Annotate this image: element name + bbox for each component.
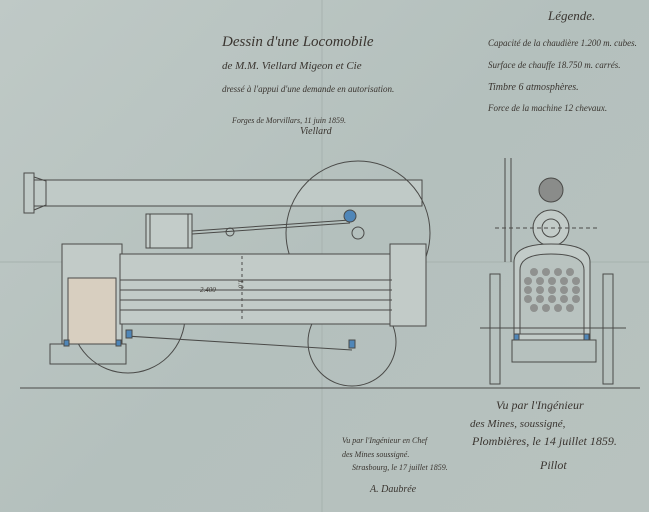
boiler-tube bbox=[572, 286, 580, 294]
signature-engineer: Pillot bbox=[540, 458, 567, 472]
boiler-tube bbox=[542, 304, 550, 312]
boiler bbox=[49, 243, 427, 365]
boiler-tube bbox=[548, 286, 556, 294]
boiler-tube bbox=[536, 277, 544, 285]
legend-item: Timbre 6 atmosphères. bbox=[488, 82, 579, 93]
tube-plate bbox=[524, 268, 580, 312]
title-line-3: dressé à l'appui d'une demande en autori… bbox=[222, 84, 395, 94]
boiler-tube bbox=[530, 304, 538, 312]
end-view bbox=[480, 158, 626, 385]
engineer-line-1: Vu par l'Ingénieur bbox=[496, 398, 584, 412]
boiler-tube bbox=[560, 277, 568, 285]
boiler-tube bbox=[572, 295, 580, 303]
cylinder bbox=[145, 209, 357, 249]
signature-viellard: Viellard bbox=[300, 126, 332, 137]
boiler-tube bbox=[536, 295, 544, 303]
boiler-tube bbox=[524, 277, 532, 285]
title-line-1: Dessin d'une Locomobile bbox=[222, 34, 374, 50]
boiler-tube bbox=[566, 268, 574, 276]
flywheel-hub bbox=[351, 226, 365, 240]
chief-line-3: Strasbourg, le 17 juillet 1859. bbox=[352, 463, 448, 472]
boiler-tube bbox=[572, 277, 580, 285]
place-date: Forges de Morvillars, 11 juin 1859. bbox=[232, 116, 346, 125]
boiler-tube bbox=[560, 295, 568, 303]
boiler-tube bbox=[548, 295, 556, 303]
dimension-length: 2.400 bbox=[200, 286, 216, 294]
dimension-height: 1.0 bbox=[236, 279, 245, 289]
boiler-tube bbox=[524, 286, 532, 294]
legend-heading: Légende. bbox=[548, 8, 596, 23]
chimney bbox=[23, 172, 423, 214]
legend-item: Capacité de la chaudière 1.200 m. cubes. bbox=[488, 38, 637, 48]
legend-item: Force de la machine 12 chevaux. bbox=[488, 103, 608, 113]
legend-item: Surface de chauffe 18.750 m. carrés. bbox=[488, 60, 621, 70]
boiler-tube bbox=[560, 286, 568, 294]
chief-line-2: des Mines soussigné. bbox=[342, 450, 410, 459]
boiler-tube bbox=[554, 304, 562, 312]
chief-line-1: Vu par l'Ingénieur en Chef bbox=[342, 436, 428, 445]
boiler-tube bbox=[542, 268, 550, 276]
boiler-tube bbox=[548, 277, 556, 285]
signature-daubree: A. Daubrée bbox=[370, 484, 417, 495]
boiler-tube bbox=[530, 268, 538, 276]
engineer-line-2: des Mines, soussigné, bbox=[470, 418, 566, 430]
boiler-tube bbox=[524, 295, 532, 303]
engineer-line-3: Plombières, le 14 juillet 1859. bbox=[472, 434, 617, 448]
title-line-2: de M.M. Viellard Migeon et Cie bbox=[222, 60, 362, 72]
firebox bbox=[67, 277, 117, 345]
boiler-tube bbox=[554, 268, 562, 276]
boiler-tube bbox=[536, 286, 544, 294]
boiler-tube bbox=[566, 304, 574, 312]
